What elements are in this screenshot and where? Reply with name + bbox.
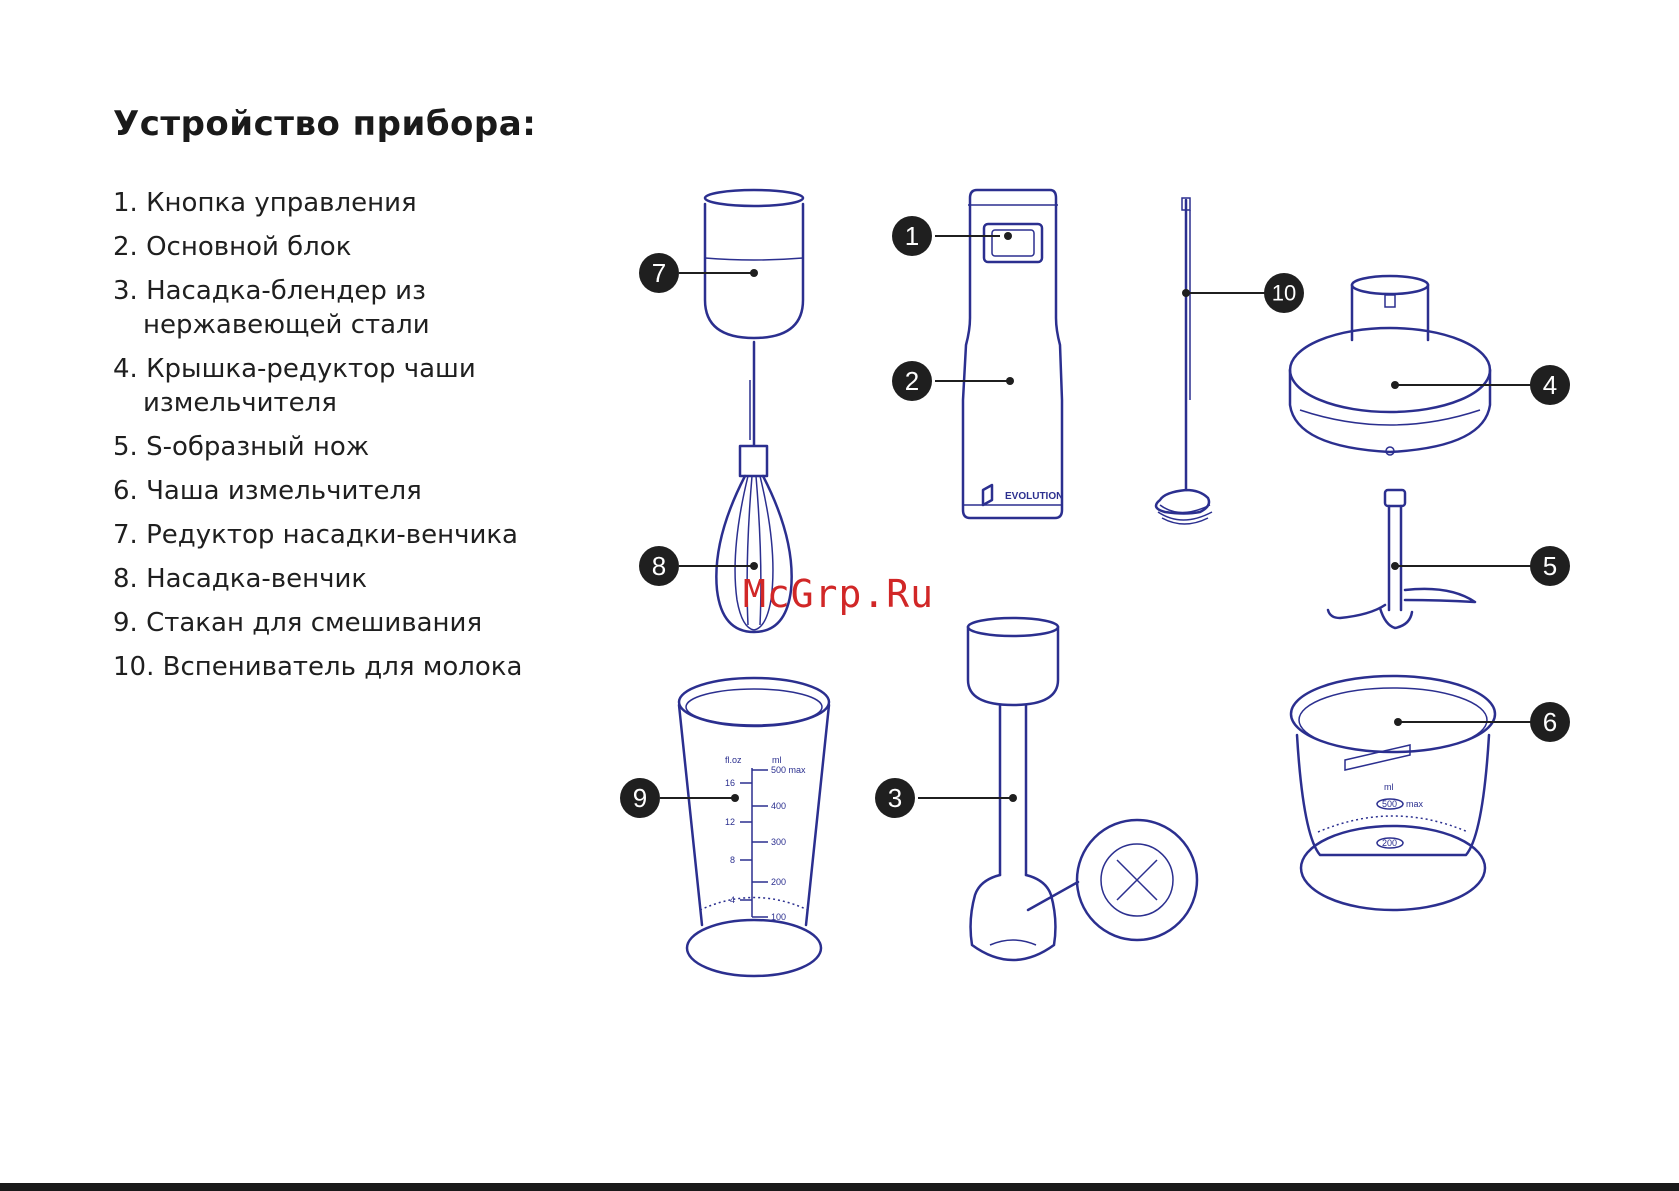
cup-mark-16: 16 xyxy=(725,778,735,788)
cup-mark-400: 400 xyxy=(771,801,786,811)
item-label: Насадка-венчик xyxy=(146,564,368,594)
list-item: 8. Насадка-венчик xyxy=(113,562,522,596)
svg-text:10: 10 xyxy=(1272,281,1296,306)
item-number: 5. xyxy=(113,432,138,462)
svg-text:6: 6 xyxy=(1543,707,1557,737)
callout-10: 10 xyxy=(1264,273,1304,313)
milk-frother-drawing xyxy=(1154,197,1213,525)
list-item: 7. Редуктор насадки-венчика xyxy=(113,518,522,552)
list-item: 4. Крышка-редуктор чаши измельчителя xyxy=(113,352,522,420)
list-item: 10. Вспениватель для молока xyxy=(113,650,522,684)
item-label: Чаша измельчителя xyxy=(146,476,422,506)
svg-text:2: 2 xyxy=(905,366,919,396)
cup-unit-left: fl.oz xyxy=(725,755,742,765)
svg-text:8: 8 xyxy=(652,551,666,581)
list-item: 3. Насадка-блендер из нержавеющей стали xyxy=(113,274,522,342)
bottom-rule xyxy=(0,1183,1679,1191)
bowl-max-label: max xyxy=(1406,799,1424,809)
cup-unit-right: ml xyxy=(772,755,782,765)
brand-label: EVOLUTION xyxy=(1005,491,1063,502)
svg-text:1: 1 xyxy=(905,221,919,251)
item-label: Насадка-блендер из xyxy=(146,276,426,306)
cup-mark-100: 100 xyxy=(771,912,786,922)
callout-6: 6 xyxy=(1530,702,1570,742)
whisk-drawing xyxy=(715,340,793,634)
whisk-gearbox-drawing xyxy=(703,188,805,340)
item-number: 6. xyxy=(113,476,138,506)
svg-text:9: 9 xyxy=(633,783,647,813)
item-label: Крышка-редуктор чаши xyxy=(146,354,476,384)
item-number: 3. xyxy=(113,276,138,306)
callout-1: 1 xyxy=(892,216,932,256)
s-blade-drawing xyxy=(1326,488,1477,630)
motor-unit-drawing: EVOLUTION xyxy=(961,188,1063,520)
item-number: 2. xyxy=(113,232,138,262)
svg-text:4: 4 xyxy=(1543,370,1557,400)
callout-9: 9 xyxy=(620,778,660,818)
bowl-scale-mark-200: 200 xyxy=(1382,838,1397,848)
list-item: 9. Стакан для смешивания xyxy=(113,606,522,640)
item-label: S-образный нож xyxy=(146,432,370,462)
cup-mark-4: 4 xyxy=(730,895,735,905)
list-item: 2. Основной блок xyxy=(113,230,522,264)
chopper-bowl-drawing: ml 500 max 200 xyxy=(1289,674,1497,912)
cup-mark-500: 500 max xyxy=(771,765,806,775)
svg-text:5: 5 xyxy=(1543,551,1557,581)
cup-mark-12: 12 xyxy=(725,817,735,827)
item-label: Основной блок xyxy=(146,232,352,262)
item-number: 8. xyxy=(113,564,138,594)
list-item: 5. S-образный нож xyxy=(113,430,522,464)
callout-3: 3 xyxy=(875,778,915,818)
callout-2: 2 xyxy=(892,361,932,401)
page-title: Устройство прибора: xyxy=(113,104,537,144)
blender-shaft-drawing xyxy=(966,616,1199,962)
callout-5: 5 xyxy=(1530,546,1570,586)
item-number: 9. xyxy=(113,608,138,638)
svg-text:7: 7 xyxy=(652,258,666,288)
chopper-lid-drawing xyxy=(1288,274,1492,456)
callout-4: 4 xyxy=(1530,365,1570,405)
callout-8: 8 xyxy=(639,546,679,586)
item-label: Редуктор насадки-венчика xyxy=(146,520,518,550)
cup-mark-8: 8 xyxy=(730,855,735,865)
item-number: 1. xyxy=(113,188,138,218)
bowl-unit-label: ml xyxy=(1384,782,1394,792)
item-number: 4. xyxy=(113,354,138,384)
brand-logo-icon xyxy=(981,483,994,507)
item-label: Стакан для смешивания xyxy=(146,608,483,638)
svg-text:3: 3 xyxy=(888,783,902,813)
item-label: Кнопка управления xyxy=(146,188,417,218)
item-label: Вспениватель для молока xyxy=(162,652,523,682)
cup-mark-200: 200 xyxy=(771,877,786,887)
callout-7: 7 xyxy=(639,253,679,293)
cup-mark-300: 300 xyxy=(771,837,786,847)
item-label-continued: нержавеющей стали xyxy=(143,310,430,340)
item-number: 10. xyxy=(113,652,155,682)
item-number: 7. xyxy=(113,520,138,550)
parts-list: 1. Кнопка управления 2. Основной блок 3.… xyxy=(113,186,522,694)
bowl-scale-mark-500: 500 xyxy=(1382,799,1397,809)
item-label-continued: измельчителя xyxy=(143,388,337,418)
measuring-cup-drawing: fl.oz ml 16 12 8 4 500 max 400 300 200 1… xyxy=(677,676,831,978)
list-item: 6. Чаша измельчителя xyxy=(113,474,522,508)
watermark: McGrp.Ru xyxy=(743,572,935,616)
list-item: 1. Кнопка управления xyxy=(113,186,522,220)
